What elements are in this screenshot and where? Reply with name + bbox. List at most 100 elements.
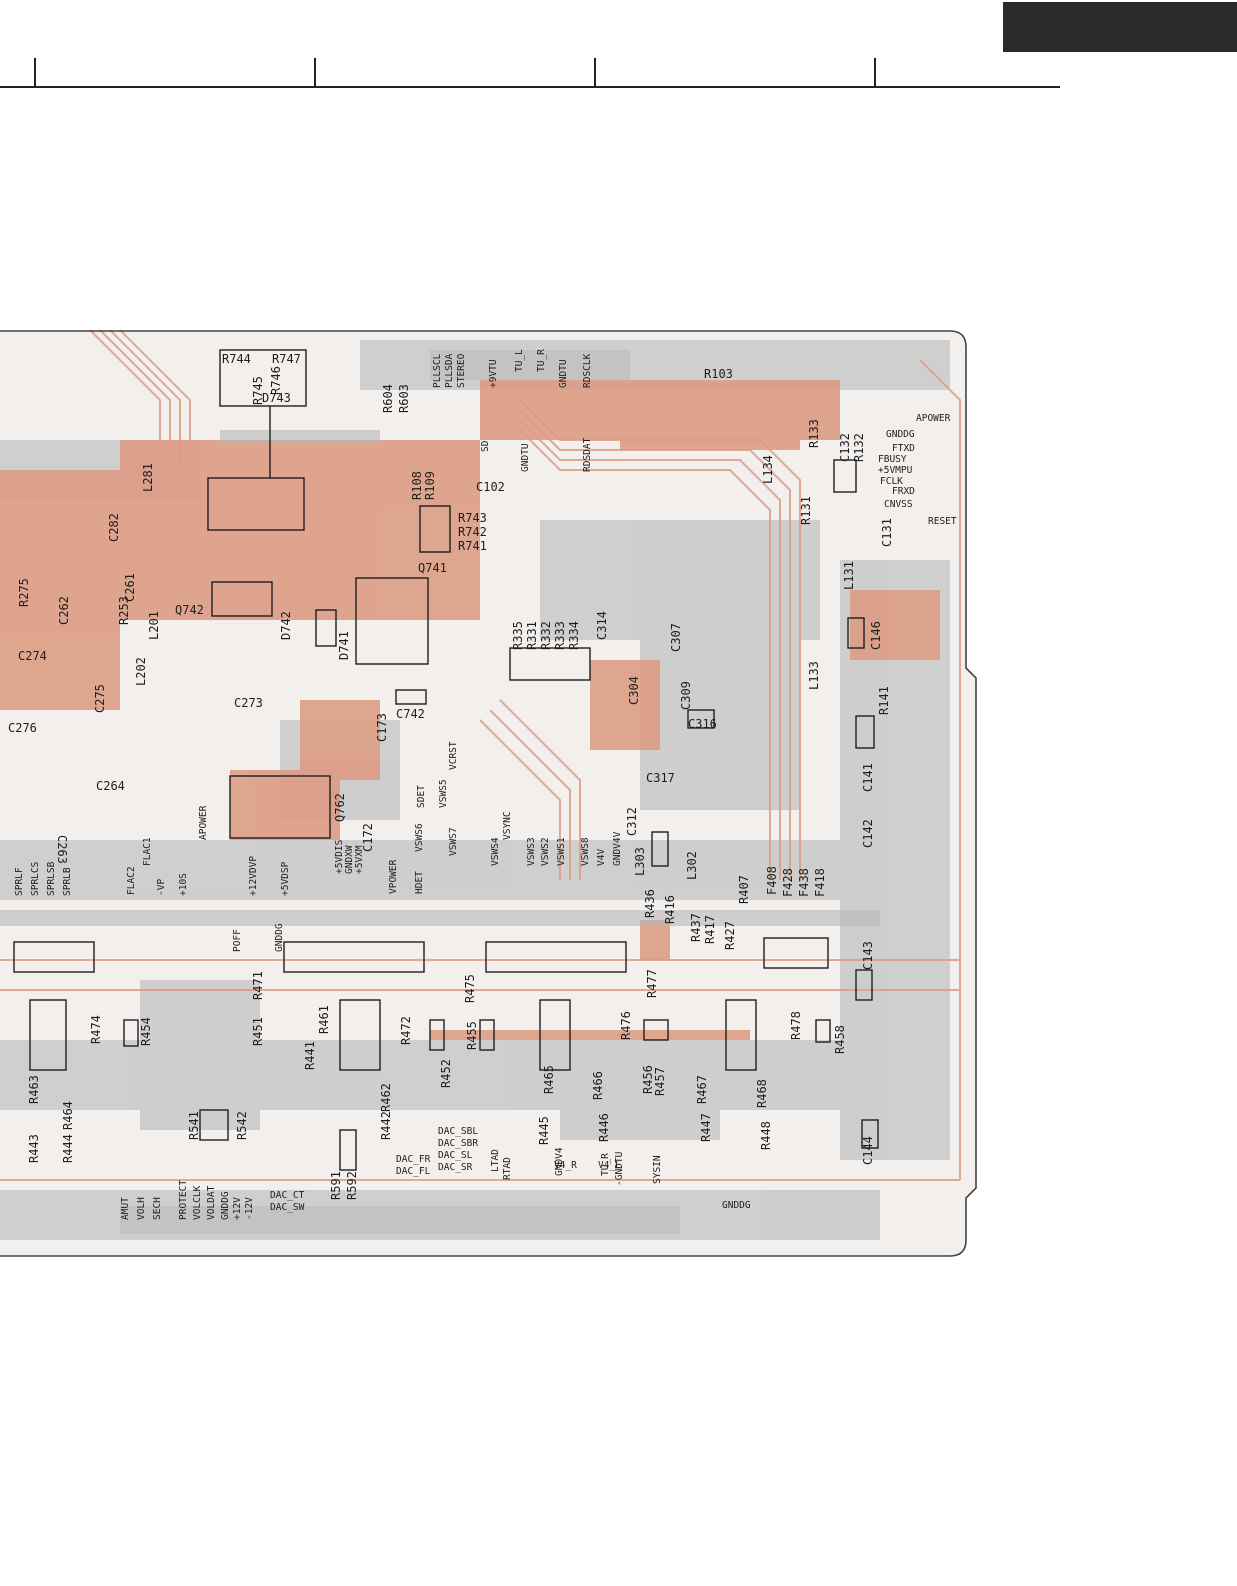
component-label-r333: R333 <box>553 621 567 650</box>
signal-label-reset: RESET <box>928 516 957 527</box>
component-label-r477: R477 <box>645 969 659 998</box>
signal-label-sech: SECH <box>152 1197 163 1220</box>
component-label-c317: C317 <box>646 771 675 785</box>
signal-label-pllsda: PLLSDA <box>444 353 455 388</box>
component-label-r745: R745 <box>251 376 265 405</box>
signal-label-fbusy: FBUSY <box>878 454 907 465</box>
component-label-f428: F428 <box>781 868 795 897</box>
signal-label-12v: -12V <box>244 1197 255 1220</box>
signal-label-vsws2: VSWS2 <box>540 837 551 866</box>
component-label-r461: R461 <box>317 1005 331 1034</box>
component-label-c102: C102 <box>476 480 505 494</box>
component-label-r591: R591 <box>329 1171 343 1200</box>
component-label-r331: R331 <box>525 621 539 650</box>
signal-label-dac-fl: DAC_FL <box>396 1166 431 1177</box>
component-label-q762: Q762 <box>333 793 347 822</box>
component-label-r472: R472 <box>399 1016 413 1045</box>
component-label-c172: C172 <box>361 823 375 852</box>
component-label-r109: R109 <box>423 471 437 500</box>
component-label-r603: R603 <box>397 384 411 413</box>
component-label-l134: L134 <box>761 455 775 484</box>
signal-label-vsws7: VSWS7 <box>448 827 459 856</box>
component-label-c307: C307 <box>669 623 683 652</box>
component-label-r541: R541 <box>187 1111 201 1140</box>
grid-tick <box>594 58 596 88</box>
component-label-l281: L281 <box>141 463 155 492</box>
signal-label-10s: +10S <box>178 873 189 896</box>
component-label-r446: R446 <box>597 1113 611 1142</box>
signal-label-vsws4: VSWS4 <box>490 837 501 866</box>
signal-label-rdsdat: RDSDAT <box>582 437 593 472</box>
signal-label-dac-ct: DAC_CT <box>270 1190 305 1201</box>
component-label-r458: R458 <box>833 1025 847 1054</box>
signal-label-pllscl: PLLSCL <box>432 353 443 388</box>
signal-label-rdsclk: RDSCLK <box>582 353 593 388</box>
component-label-l302: L302 <box>685 851 699 880</box>
signal-label-12v: +12V <box>232 1197 243 1220</box>
component-label-c304: C304 <box>627 676 641 705</box>
component-label-c742: C742 <box>396 707 425 721</box>
signal-label-vsws1: VSWS1 <box>556 837 567 866</box>
component-label-r416: R416 <box>663 895 677 924</box>
signal-label-tu-r: TU_R <box>536 349 547 372</box>
component-label-r592: R592 <box>345 1171 359 1200</box>
component-label-r447: R447 <box>699 1113 713 1142</box>
signal-label-dac-sl: DAC_SL <box>438 1150 473 1161</box>
component-label-c264: C264 <box>96 779 125 793</box>
signal-label-vsws6: VSWS6 <box>414 823 425 852</box>
component-label-r448: R448 <box>759 1121 773 1150</box>
signal-label-sysin: SYSIN <box>652 1155 663 1184</box>
component-label-c314: C314 <box>595 611 609 640</box>
component-label-c132: C132 <box>838 433 852 462</box>
signal-label-fclk: FCLK <box>880 476 903 487</box>
silkscreen-outlines <box>13 349 879 1171</box>
component-label-r746: R746 <box>269 366 283 395</box>
component-label-l202: L202 <box>134 657 148 686</box>
component-label-l201: L201 <box>147 611 161 640</box>
signal-label-sprlcs: SPRLCS <box>30 861 41 896</box>
signal-label-v4-l: V4_L <box>598 1160 621 1171</box>
signal-label-5vdsp: +5VDSP <box>280 861 291 896</box>
component-label-r747: R747 <box>272 352 301 366</box>
signal-label-vpower: VPOWER <box>388 859 399 894</box>
component-label-r475: R475 <box>463 974 477 1003</box>
signal-label-dac-sbl: DAC_SBL <box>438 1126 478 1137</box>
component-label-r441: R441 <box>303 1041 317 1070</box>
signal-label-vsws3: VSWS3 <box>526 837 537 866</box>
component-label-r454: R454 <box>139 1017 153 1046</box>
component-label-r407: R407 <box>737 875 751 904</box>
signal-label-sdet: SDET <box>416 785 427 808</box>
component-label-c131: C131 <box>880 518 894 547</box>
component-label-r741: R741 <box>458 539 487 553</box>
component-label-r476: R476 <box>619 1011 633 1040</box>
signal-label-vsws5: VSWS5 <box>438 779 449 808</box>
component-label-d742: D742 <box>279 611 293 640</box>
signal-label-9vtu: +9VTU <box>488 359 499 388</box>
signal-label-v4-r: V4_R <box>554 1160 577 1171</box>
signal-label-vsws8: VSWS8 <box>580 837 591 866</box>
signal-label-gnddg: GNDDG <box>274 923 285 952</box>
signal-label-gndtu: GNDTU <box>520 443 531 472</box>
component-label-d743: D743 <box>262 391 291 405</box>
component-label-c282: C282 <box>107 513 121 542</box>
component-label-c141: C141 <box>861 763 875 792</box>
signal-label-flac1: FLAC1 <box>142 837 153 866</box>
component-label-c142: C142 <box>861 819 875 848</box>
component-label-r604: R604 <box>381 384 395 413</box>
grid-tick <box>34 58 36 88</box>
component-label-q741: Q741 <box>418 561 447 575</box>
component-label-r253: R253 <box>117 596 131 625</box>
component-label-l303: L303 <box>633 847 647 876</box>
signal-label-gndxw: GNDXW <box>344 845 355 874</box>
component-label-c309: C309 <box>679 681 693 710</box>
signal-label-sprlb: SPRLB <box>62 867 73 896</box>
signal-label-gnddg: GNDDG <box>722 1200 751 1211</box>
signal-label-sd: SD <box>480 440 491 452</box>
signal-label-5vxm: +5VXM <box>354 845 365 874</box>
component-label-r456: R456 <box>641 1065 655 1094</box>
component-label-r443: R443 <box>27 1134 41 1163</box>
component-label-f438: F438 <box>797 868 811 897</box>
component-label-r463: R463 <box>27 1075 41 1104</box>
